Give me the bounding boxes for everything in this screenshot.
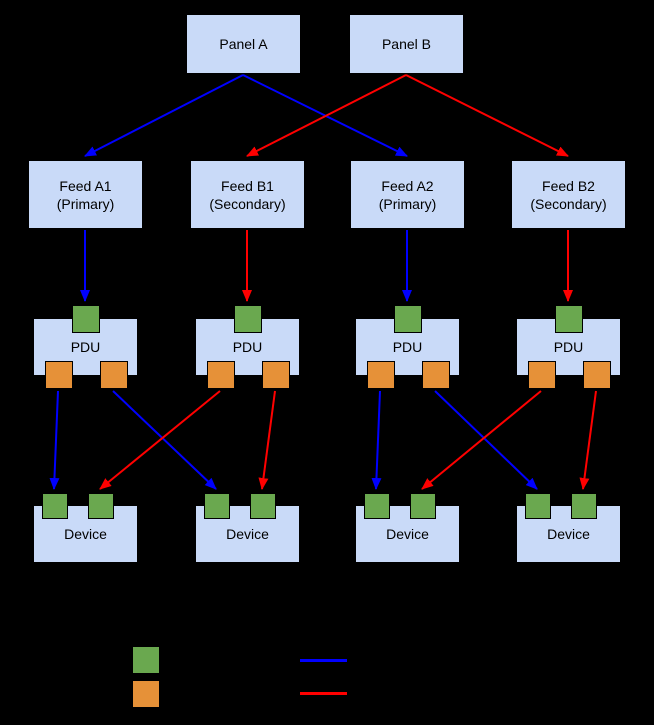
feed-subtitle: (Secondary) <box>209 195 286 212</box>
edge-pdu-4-out-right-to-device-4-in-right <box>579 390 597 490</box>
legend-blue-line <box>300 659 347 662</box>
pdu-output-port-left <box>207 361 235 389</box>
node-feed-b1: Feed B1 (Secondary) <box>190 160 305 229</box>
feed-subtitle: (Secondary) <box>530 195 607 212</box>
pdu-output-port-left <box>528 361 556 389</box>
pdu-input-port <box>233 305 262 333</box>
feed-subtitle: (Primary) <box>378 195 437 212</box>
device-input-port-left <box>204 493 230 519</box>
edge-panel-b-to-feed-b1 <box>246 74 407 157</box>
edge-pdu-1-out-right-to-device-2-in-left <box>112 390 217 490</box>
pdu-input-port <box>71 305 100 333</box>
node-pdu-1: PDU <box>33 305 138 389</box>
panel-label: Panel A <box>219 36 268 52</box>
pdu-input-port <box>393 305 422 333</box>
edge-pdu-3-out-left-to-device-3-in-left <box>371 390 382 490</box>
node-device-2: Device <box>195 493 300 563</box>
edge-pdu-2-out-left-to-device-1-in-right <box>99 390 221 490</box>
pdu-output-port-left <box>45 361 73 389</box>
pdu-output-port-right <box>422 361 450 389</box>
node-feed-b2: Feed B2 (Secondary) <box>511 160 626 229</box>
feed-title: Feed B1 <box>221 177 274 194</box>
edge-pdu-3-out-right-to-device-4-in-left <box>434 390 538 490</box>
edge-pdu-1-out-left-to-device-1-in-left <box>49 390 60 490</box>
feed-title: Feed B2 <box>542 177 595 194</box>
feed-subtitle: (Primary) <box>56 195 115 212</box>
edge-pdu-4-out-left-to-device-3-in-right <box>421 390 542 490</box>
pdu-output-port-right <box>262 361 290 389</box>
device-input-port-right <box>250 493 276 519</box>
pdu-output-port-left <box>367 361 395 389</box>
edge-panel-b-to-feed-b2 <box>405 74 569 157</box>
device-input-port-right <box>410 493 436 519</box>
node-pdu-4: PDU <box>516 305 621 389</box>
node-feed-a2: Feed A2 (Primary) <box>350 160 465 229</box>
device-input-port-left <box>42 493 68 519</box>
legend-orange-swatch <box>132 680 160 708</box>
pdu-label: PDU <box>232 339 263 355</box>
edge-panel-a-to-feed-a1 <box>84 74 244 157</box>
panel-label: Panel B <box>381 36 432 52</box>
device-label: Device <box>386 526 429 542</box>
pdu-output-port-right <box>583 361 611 389</box>
device-input-port-right <box>571 493 597 519</box>
pdu-label: PDU <box>70 339 101 355</box>
feed-title: Feed A1 <box>59 177 112 194</box>
pdu-label: PDU <box>553 339 584 355</box>
pdu-input-port <box>554 305 583 333</box>
node-device-4: Device <box>516 493 621 563</box>
pdu-output-port-right <box>100 361 128 389</box>
node-feed-a1: Feed A1 (Primary) <box>28 160 143 229</box>
pdu-label: PDU <box>392 339 423 355</box>
node-device-1: Device <box>33 493 138 563</box>
device-label: Device <box>547 526 590 542</box>
node-pdu-2: PDU <box>195 305 300 389</box>
edge-pdu-2-out-right-to-device-2-in-right <box>258 390 276 490</box>
device-label: Device <box>226 526 269 542</box>
legend-red-line <box>300 692 347 695</box>
device-input-port-right <box>88 493 114 519</box>
feed-title: Feed A2 <box>381 177 434 194</box>
node-pdu-3: PDU <box>355 305 460 389</box>
node-device-3: Device <box>355 493 460 563</box>
legend-green-swatch <box>132 646 160 674</box>
device-label: Device <box>64 526 107 542</box>
device-input-port-left <box>364 493 390 519</box>
node-panel-b: Panel B <box>349 14 464 74</box>
device-input-port-left <box>525 493 551 519</box>
node-panel-a: Panel A <box>186 14 301 74</box>
